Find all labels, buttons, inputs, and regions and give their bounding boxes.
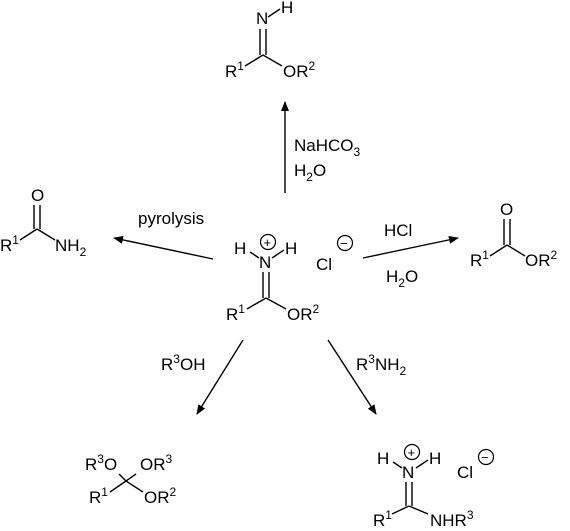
bottom-right-plus-circle bbox=[403, 443, 421, 461]
left-reagent-pyrolysis: pyrolysis bbox=[138, 209, 204, 228]
bottom-left-or3: OR3 bbox=[140, 452, 173, 474]
right-reagent-hcl: HCl bbox=[384, 221, 412, 240]
left-r1: R1 bbox=[0, 233, 19, 255]
left-bond-c-n bbox=[36, 228, 56, 241]
arrow-to-bottom-left bbox=[196, 339, 244, 415]
top-reagent-nahco3: NaHCO3 bbox=[294, 136, 361, 159]
bottom-right-plus: + bbox=[408, 445, 416, 460]
bottom-left-bond-c-o-left bbox=[118, 473, 127, 482]
center-chloride: Cl bbox=[316, 255, 332, 274]
bottom-left-reagent: R3OH bbox=[161, 352, 205, 374]
bottom-right-r1: R1 bbox=[373, 508, 392, 530]
top-n: N bbox=[256, 9, 268, 28]
right-bond-c-r bbox=[489, 244, 508, 257]
top-r1: R1 bbox=[225, 59, 244, 81]
center-minus-circle bbox=[336, 234, 354, 252]
right-r1: R1 bbox=[470, 248, 489, 270]
left-o: O bbox=[31, 186, 44, 205]
bottom-left-r1: R1 bbox=[89, 485, 108, 507]
bottom-right-minus-circle bbox=[477, 448, 495, 466]
bottom-right-reagent: R3NH2 bbox=[356, 352, 407, 378]
center-plus-circle bbox=[259, 233, 277, 251]
bottom-right-nhr3: NHR3 bbox=[430, 508, 474, 530]
bottom-left-or2: OR2 bbox=[144, 485, 177, 507]
center-bond-nh-left bbox=[249, 251, 260, 259]
arrow-to-right bbox=[362, 235, 459, 259]
top-bond-nh bbox=[267, 8, 281, 18]
center-r1: R1 bbox=[226, 302, 245, 324]
bottom-right-bond-nh-right bbox=[415, 459, 429, 469]
center-plus: + bbox=[264, 235, 272, 250]
right-reagent-water: H2O bbox=[386, 267, 418, 290]
top-or2: OR2 bbox=[283, 59, 316, 81]
bottom-right-minus: − bbox=[481, 450, 489, 465]
bottom-right-n: N bbox=[402, 463, 414, 482]
center-pinner-salt: H N + H R1 OR2 Cl − bbox=[226, 233, 354, 324]
bottom-left-orthoester: R3O OR3 R1 OR2 bbox=[85, 452, 177, 507]
center-bond-c-o bbox=[265, 297, 287, 310]
top-bond-c-r bbox=[244, 54, 264, 67]
bottom-right-h-right: H bbox=[429, 449, 441, 468]
bottom-right-bond-c-r bbox=[391, 505, 410, 515]
bottom-left-r3o: R3O bbox=[85, 452, 117, 474]
top-imidate: N H R1 OR2 bbox=[225, 0, 316, 81]
bottom-right-bond-nh-left bbox=[392, 461, 403, 469]
center-minus: − bbox=[340, 236, 348, 251]
bottom-right-amidinium-salt: H N + H R1 NHR3 Cl − bbox=[373, 443, 495, 530]
top-bond-c-o bbox=[262, 54, 283, 67]
bottom-left-bond-c-o-right bbox=[125, 473, 137, 482]
right-ester: O R1 OR2 bbox=[470, 200, 558, 270]
center-h-right: H bbox=[285, 239, 297, 258]
center-bond-c-r bbox=[246, 297, 267, 310]
bottom-right-chloride: Cl bbox=[457, 463, 473, 482]
bottom-left-bond-c-or2 bbox=[125, 480, 144, 493]
top-reagent-water: H2O bbox=[294, 161, 326, 184]
arrow-to-bottom-right bbox=[327, 339, 377, 415]
bottom-left-bond-c-r bbox=[109, 480, 127, 493]
left-bond-c-r bbox=[19, 228, 38, 241]
center-n: N bbox=[259, 253, 271, 272]
right-bond-c-o bbox=[506, 244, 526, 257]
center-h-left: H bbox=[234, 239, 246, 258]
right-o: O bbox=[500, 200, 513, 219]
center-bond-nh-right bbox=[271, 249, 285, 259]
bottom-right-h-left: H bbox=[377, 449, 389, 468]
top-h: H bbox=[281, 0, 293, 17]
right-or2: OR2 bbox=[525, 248, 558, 270]
left-nh2: NH2 bbox=[55, 236, 87, 259]
left-amide: O R1 NH2 bbox=[0, 186, 87, 259]
arrow-to-left bbox=[113, 235, 214, 260]
bottom-right-bond-c-n bbox=[408, 505, 429, 515]
center-or2: OR2 bbox=[287, 302, 320, 324]
